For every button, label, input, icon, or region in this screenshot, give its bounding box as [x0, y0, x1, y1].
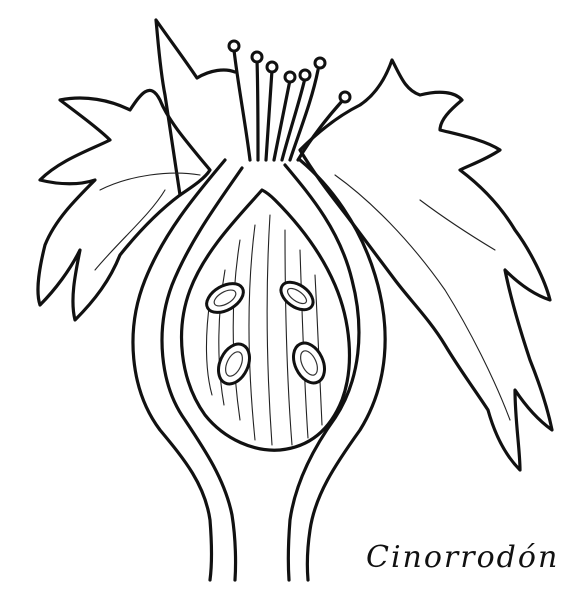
seed-lower-right	[287, 338, 330, 388]
cavity-hatching	[206, 215, 322, 445]
left-sepal	[38, 90, 210, 320]
seed-upper-right	[276, 277, 318, 316]
figure-caption: Cinorrodón	[366, 540, 559, 575]
styles	[234, 50, 343, 160]
seed-cavity	[182, 190, 350, 450]
stigmas	[229, 41, 350, 102]
right-sepal-vein	[335, 175, 510, 420]
left-sepal-tip	[156, 20, 235, 195]
